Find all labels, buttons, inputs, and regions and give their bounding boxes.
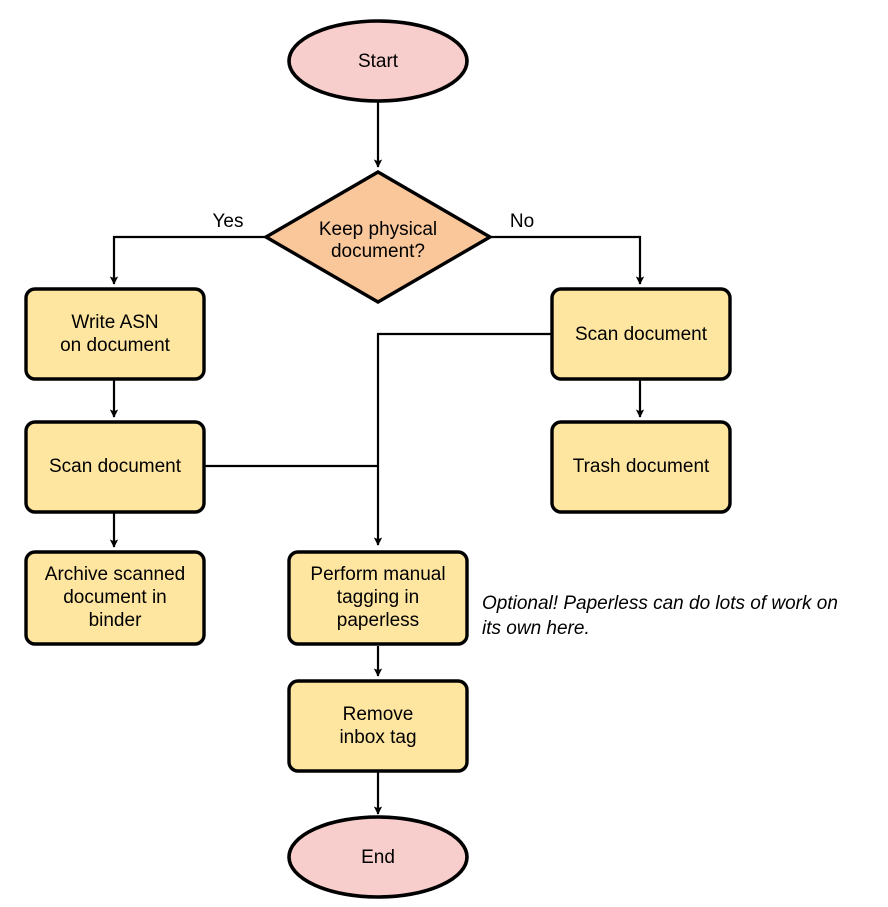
edge-decision-yes-to-write-asn <box>109 235 265 285</box>
write-asn-box-shape <box>24 287 206 381</box>
scan-document-right-label: Scan document <box>575 324 708 345</box>
edge-label-yes: Yes <box>213 211 244 232</box>
annotation-note: Optional! Paperless can do lots of work … <box>482 593 838 639</box>
edge-scan-right-to-tagging <box>373 332 552 546</box>
archive-label-line3: binder <box>89 610 142 631</box>
node-start[interactable]: Start <box>287 19 469 103</box>
node-remove-inbox-tag[interactable]: Remove inbox tag <box>287 679 469 773</box>
archive-box-shape <box>24 550 206 646</box>
scan-document-left-box-shape <box>24 420 206 514</box>
decision-label-line2: document? <box>331 241 425 262</box>
node-archive-scanned-document[interactable]: Archive scanned document in binder <box>24 550 206 646</box>
end-label: End <box>361 847 395 868</box>
remove-inbox-label-line2: inbox tag <box>339 727 416 748</box>
edge-label-no: No <box>510 211 534 232</box>
node-trash-document[interactable]: Trash document <box>550 420 732 514</box>
edge-decision-no-to-scan-right <box>490 235 645 285</box>
remove-inbox-label-line1: Remove <box>343 704 414 725</box>
tagging-label-line1: Perform manual <box>310 564 445 585</box>
scan-document-right-box-shape <box>550 287 732 381</box>
write-asn-label-line2: on document <box>60 335 171 356</box>
decision-label-line1: Keep physical <box>319 219 437 240</box>
node-write-asn-on-document[interactable]: Write ASN on document <box>24 287 206 381</box>
archive-label-line2: document in <box>63 587 167 608</box>
node-scan-document-right[interactable]: Scan document <box>550 287 732 381</box>
trash-document-box-shape <box>550 420 732 514</box>
annotation-line2: its own here. <box>482 618 590 639</box>
edges-layer <box>109 99 645 815</box>
tagging-label-line2: tagging in <box>337 587 419 608</box>
remove-inbox-box-shape <box>287 679 469 773</box>
tagging-label-line3: paperless <box>337 610 419 631</box>
node-perform-manual-tagging[interactable]: Perform manual tagging in paperless <box>287 550 469 646</box>
archive-label-line1: Archive scanned <box>45 564 185 585</box>
scan-document-left-label: Scan document <box>49 456 182 477</box>
decision-diamond-shape <box>262 170 494 304</box>
write-asn-label-line1: Write ASN <box>71 312 158 333</box>
start-ellipse-shape <box>287 19 469 103</box>
start-label: Start <box>358 51 399 72</box>
trash-document-label: Trash document <box>573 456 710 477</box>
annotation-line1: Optional! Paperless can do lots of work … <box>482 593 838 614</box>
node-end[interactable]: End <box>287 815 469 899</box>
end-ellipse-shape <box>287 815 469 899</box>
node-scan-document-left[interactable]: Scan document <box>24 420 206 514</box>
tagging-box-shape <box>287 550 469 646</box>
node-decision-keep-physical-document[interactable]: Keep physical document? <box>262 170 494 304</box>
